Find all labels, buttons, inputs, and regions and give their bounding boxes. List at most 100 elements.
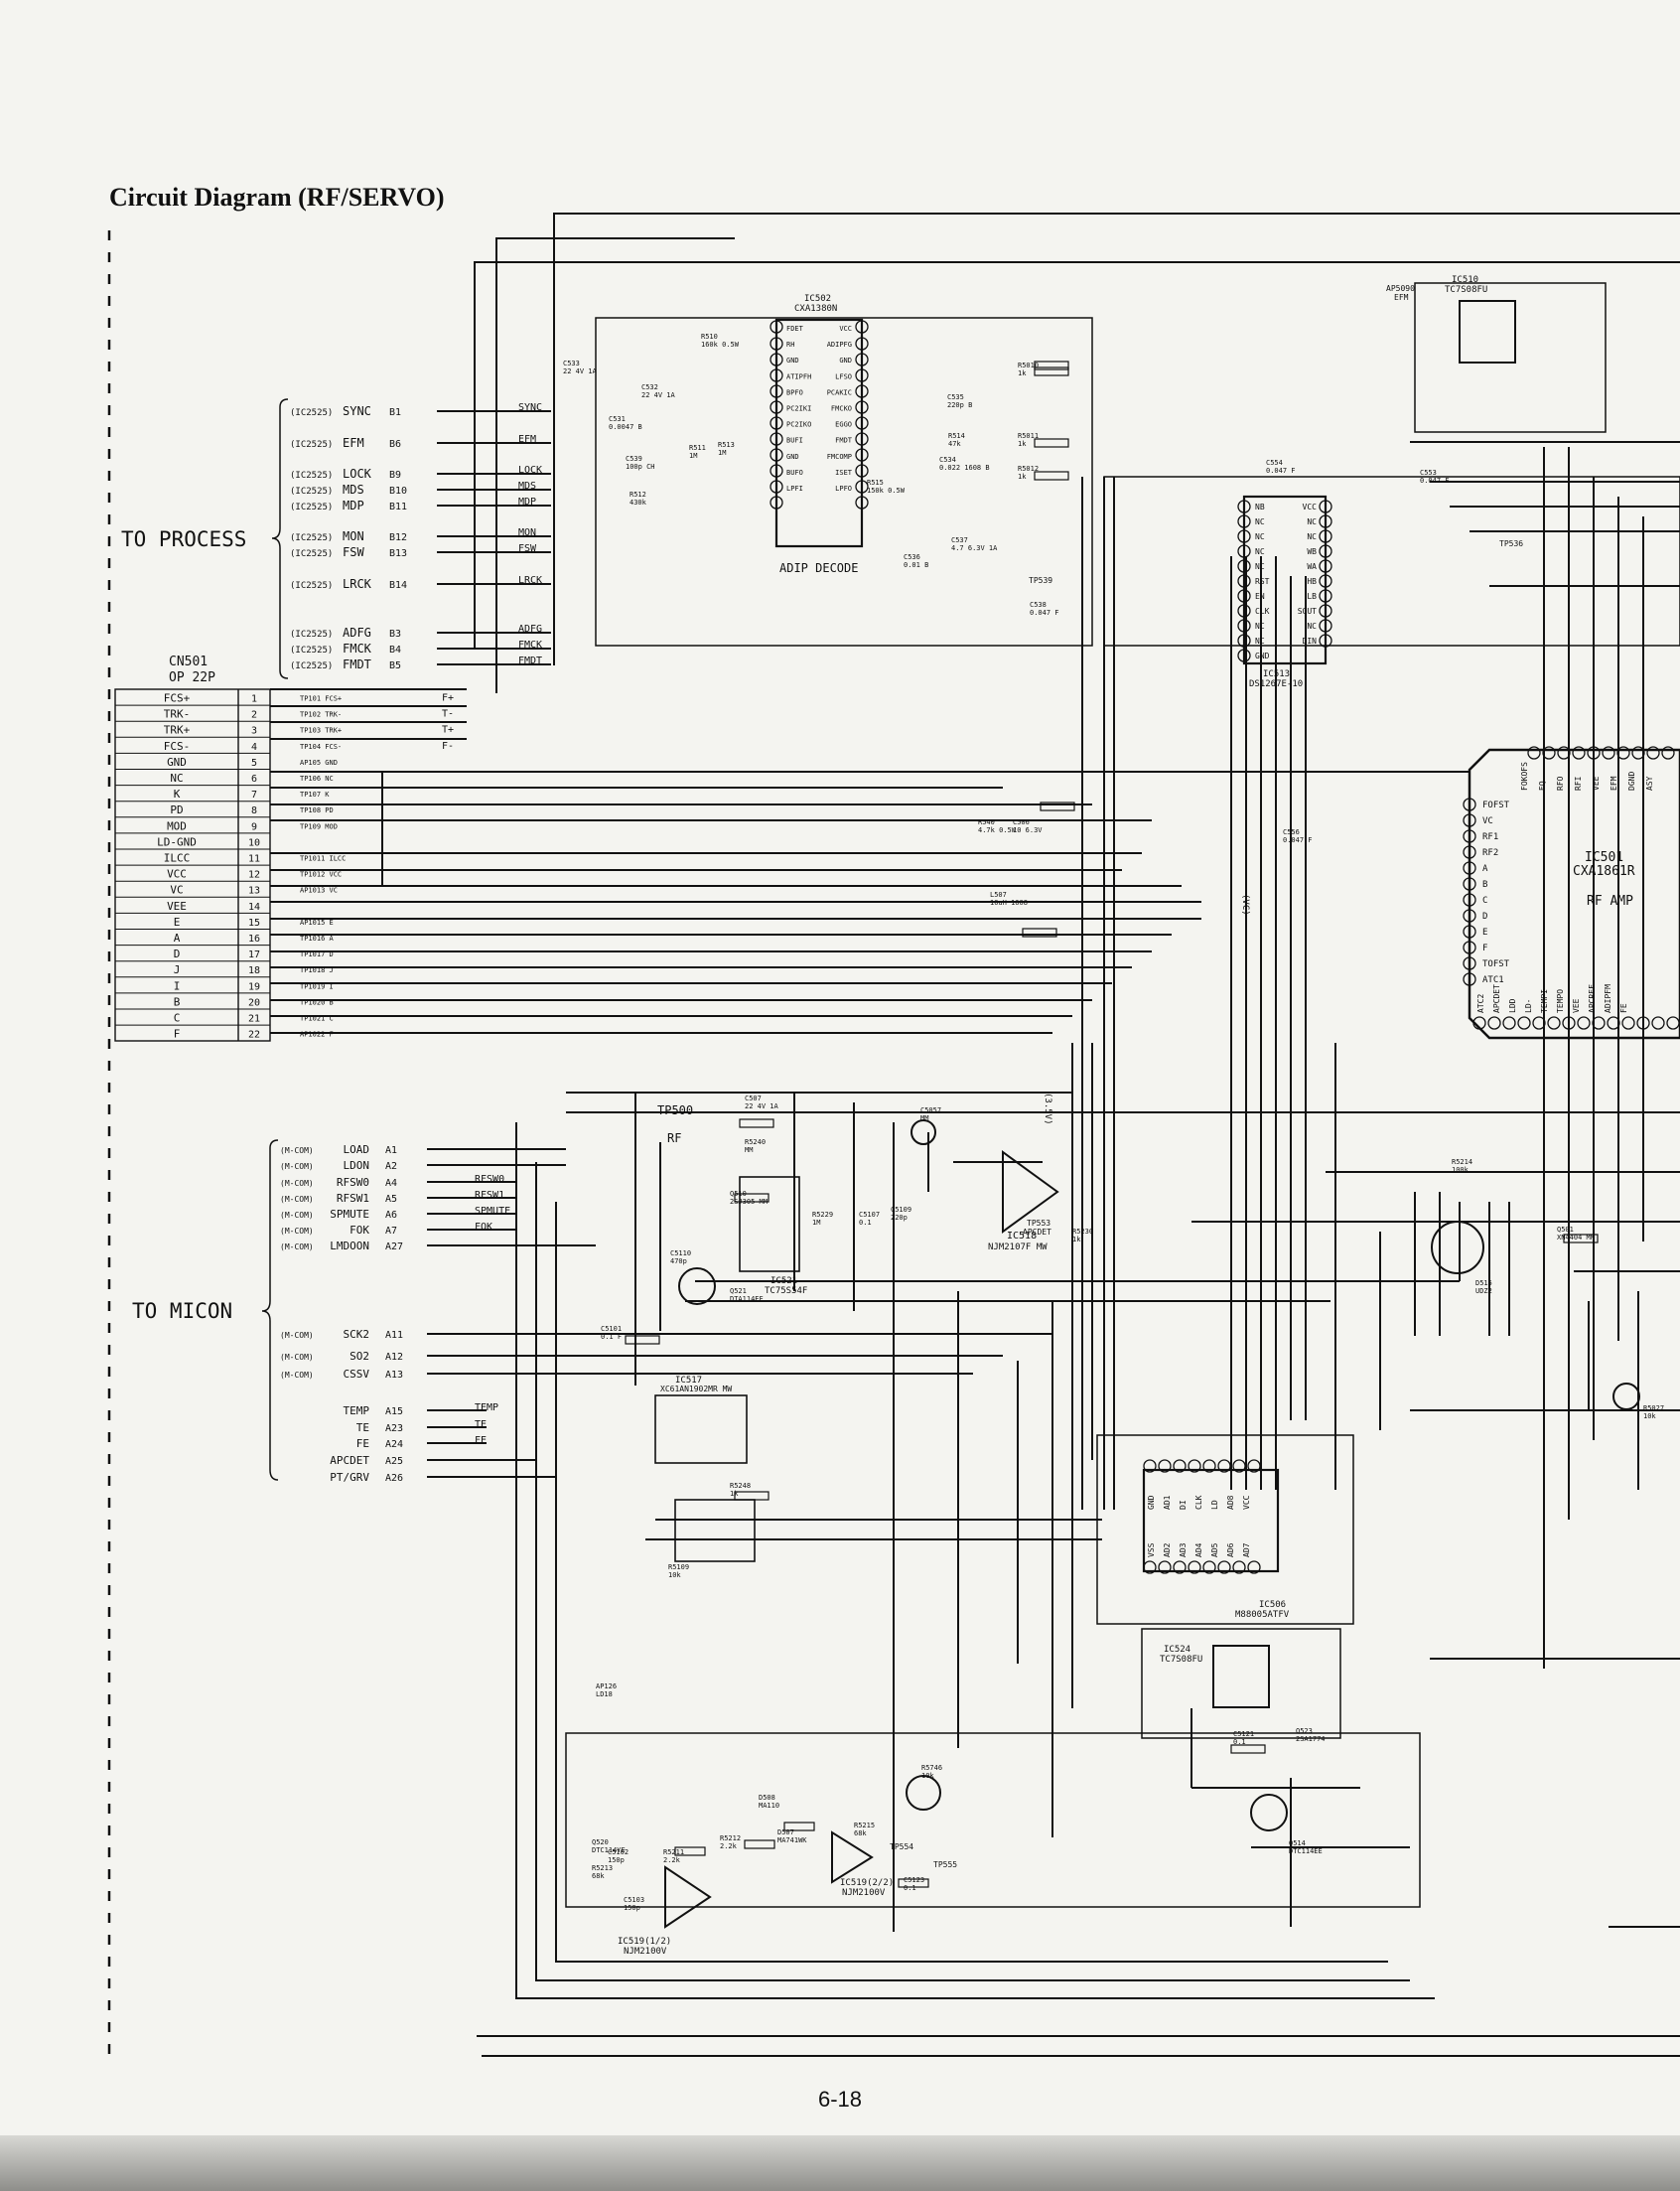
component-ref: C556 [1283, 828, 1300, 836]
ic519a-part: NJM2100V [624, 1947, 667, 1957]
micon-signal-net: TE [475, 1419, 487, 1430]
ic524-ref: IC524 [1164, 1645, 1190, 1655]
component-ref: C507 [745, 1095, 762, 1102]
cn501-pin-number: 16 [248, 934, 260, 945]
cn501-pin-number: 4 [251, 742, 257, 753]
component-value: 0.047 F [1283, 836, 1313, 844]
process-signal-pin: B1 [389, 407, 401, 418]
cn501-test-point: TP106 NC [300, 775, 334, 783]
component-ref: R511 [689, 444, 706, 452]
cn501-test-point: TP1018 J [300, 966, 334, 974]
cn501-pin-label: LD-GND [157, 835, 197, 848]
component-ref: Q501 [1557, 1226, 1574, 1234]
micon-signal-pin: A6 [385, 1210, 397, 1221]
component-ref: R5109 [668, 1563, 689, 1571]
cn501-pin-number: 6 [251, 774, 257, 785]
process-signal-name: FSW [343, 545, 364, 559]
component-ref: R515 [867, 479, 884, 487]
cn501-pin-label: PD [170, 803, 183, 816]
component-ref: C534 [939, 456, 956, 464]
process-signal-name: ADFG [343, 626, 371, 640]
micon-signal-source: (M-COM) [280, 1227, 314, 1236]
ic502-pin-label: PC2IKI [786, 405, 811, 413]
micon-signal-net: FE [475, 1435, 487, 1446]
process-signal-source: (IC2525) [290, 440, 333, 450]
micon-signal-source: (M-COM) [280, 1195, 314, 1204]
cn501-pin-number: 18 [248, 965, 260, 976]
component-value: 47k [948, 440, 961, 448]
micon-signal-pin: A12 [385, 1352, 403, 1363]
ic518-ref: IC518 [1007, 1231, 1037, 1242]
micon-signal-name: LMDOON [330, 1240, 369, 1252]
ic502-pin-label: BUFI [786, 437, 803, 445]
component-ref: R5746 [921, 1764, 942, 1772]
cn501-pin-label: C [174, 1012, 181, 1025]
process-signal-pin: B5 [389, 660, 401, 671]
cn501-pin-number: 17 [248, 949, 260, 960]
ic513-pin-label: DIN [1303, 637, 1318, 646]
component-ref: C554 [1266, 459, 1283, 467]
component-value: 1k [730, 1490, 739, 1498]
component-ref: R540 [978, 818, 995, 826]
micon-signal-source: (M-COM) [280, 1371, 314, 1380]
component-value: 0.1 [859, 1219, 872, 1227]
micon-signal-name: FE [356, 1437, 369, 1450]
page-title: Circuit Diagram (RF/SERVO) [109, 183, 445, 212]
micon-signal-name: APCDET [330, 1454, 369, 1467]
process-signal-net: MDS [518, 481, 536, 492]
micon-signal-name: SCK2 [344, 1328, 370, 1341]
ic513-pin-label: HB [1307, 577, 1317, 586]
component-ref: C5101 [601, 1325, 622, 1333]
component-value: 2SJ305 MM [730, 1198, 768, 1206]
process-signal-net: SYNC [518, 402, 542, 413]
component-value: 0.047 F [1030, 609, 1059, 617]
micon-signal-pin: A24 [385, 1439, 403, 1450]
ic502-pin-label: LFSO [835, 372, 852, 380]
ic502-pin-label: GND [786, 453, 799, 461]
ic502-pin-label: LPFO [835, 485, 852, 493]
ic513-pin-label: NC [1255, 547, 1265, 556]
micon-signal-pin: A26 [385, 1473, 403, 1484]
ic510-part: TC7S08FU [1445, 285, 1487, 295]
component-ref: C532 [641, 383, 658, 391]
component-value: 0.1 F [601, 1333, 622, 1341]
micon-signal-source: (M-COM) [280, 1162, 314, 1171]
process-signal-source: (IC2525) [290, 661, 333, 671]
cn501-pin-label: NC [170, 772, 183, 785]
tp536-ref: TP536 [1499, 539, 1523, 548]
ic501-pin-label: FOKOFS [1520, 762, 1529, 791]
micon-signal-source: (M-COM) [280, 1179, 314, 1188]
component-ref: C533 [563, 360, 580, 367]
ic513-pin-label: NC [1307, 622, 1317, 631]
cn501-pin-number: 15 [248, 918, 260, 929]
component-ref: R510 [701, 333, 718, 341]
ic501-pin-label: EQ [1538, 781, 1547, 791]
ic510-ref: IC510 [1452, 275, 1478, 285]
cn501-pin-number: 21 [248, 1014, 260, 1025]
process-signal-name: EFM [343, 436, 364, 450]
ic513-pin-label: NC [1307, 532, 1317, 541]
cn501-output-net: F- [442, 741, 454, 752]
cn501-test-point: AP1015 E [300, 919, 334, 927]
component-value: 0.01 B [904, 561, 928, 569]
ic501-pin-label: DGND [1627, 772, 1636, 791]
ic506-pin-label: AD1 [1163, 1495, 1172, 1510]
cn501-test-point: AP1022 F [300, 1031, 334, 1039]
ic501-pin-label: F [1482, 944, 1487, 953]
micon-signal-name: CSSV [344, 1368, 370, 1381]
process-signal-source: (IC2525) [290, 549, 333, 559]
process-signal-name: MON [343, 529, 364, 543]
cn501-test-point: TP101 FCS+ [300, 695, 342, 703]
process-signal-pin: B6 [389, 439, 401, 450]
tp500-ref: TP500 [657, 1103, 693, 1117]
component-ref: C5103 [624, 1896, 644, 1904]
ic513-pin-label: NC [1255, 622, 1265, 631]
ic513-pin-label: WB [1307, 547, 1317, 556]
cn501-test-point: TP1011 ILCC [300, 855, 346, 863]
component-ref: R5011 [1018, 432, 1039, 440]
component-ref: R512 [630, 491, 646, 499]
micon-signal-source: (M-COM) [280, 1211, 314, 1220]
cn501-pin-label: VC [170, 884, 183, 897]
component-value: 430k [630, 499, 647, 507]
